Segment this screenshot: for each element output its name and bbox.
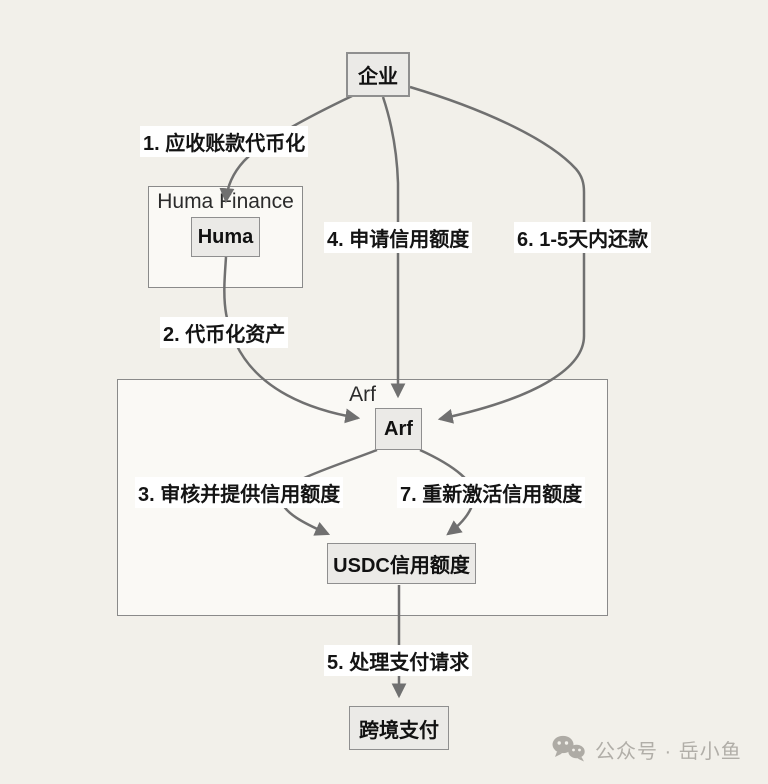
watermark-text: 公众号 · 岳小鱼 <box>595 740 742 763</box>
node-enterprise-label: 企业 <box>358 66 398 88</box>
node-arf: Arf <box>375 408 422 450</box>
container-arf-group-title: Arf <box>349 383 376 406</box>
watermark: 公众号 · 岳小鱼 <box>551 734 742 764</box>
node-arf-label: Arf <box>384 417 413 440</box>
node-usdc-credit-label: USDC信用额度 <box>333 555 470 577</box>
node-usdc-credit: USDC信用额度 <box>327 543 476 584</box>
edge-label-5-process-payment: 5. 处理支付请求 <box>324 645 473 676</box>
edge-enterprise-to-arf-repay <box>409 85 586 424</box>
edge-label-7-reactivate-credit: 7. 重新激活信用额度 <box>397 477 586 508</box>
node-cross-border-payment-label: 跨境支付 <box>359 719 439 742</box>
node-huma-label: Huma <box>197 225 254 248</box>
edge-label-6-repay-1-5-days: 6. 1-5天内还款 <box>514 222 652 253</box>
edge-label-2-tokenized-assets: 2. 代币化资产 <box>160 317 289 348</box>
edge-label-3-review-provide-credit: 3. 审核并提供信用额度 <box>135 477 344 508</box>
wechat-bubbles-icon <box>551 734 587 764</box>
node-cross-border-payment: 跨境支付 <box>349 706 449 750</box>
node-enterprise: 企业 <box>346 52 410 97</box>
edge-label-1-receivables-tokenization: 1. 应收账款代币化 <box>140 126 309 157</box>
edge-label-4-apply-credit: 4. 申请信用额度 <box>324 222 473 253</box>
container-huma-finance-title: Huma Finance <box>157 190 294 213</box>
node-huma: Huma <box>191 217 260 257</box>
